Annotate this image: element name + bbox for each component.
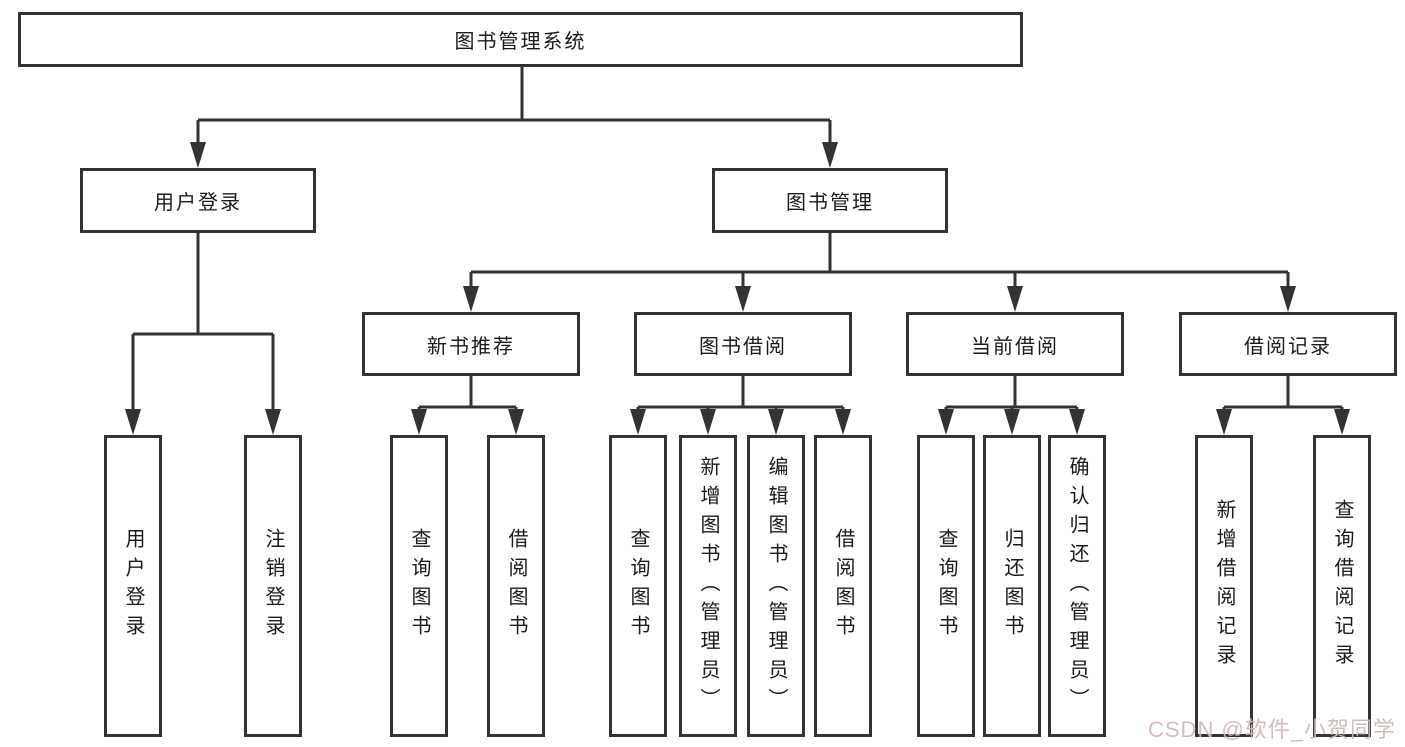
node-current-borrowing: 当前借阅 <box>906 312 1124 376</box>
leaf-label: 查询图书 <box>935 528 957 644</box>
node-book-borrowing: 图书借阅 <box>634 312 852 376</box>
node-borrowing-records: 借阅记录 <box>1179 312 1397 376</box>
node-label: 图书管理 <box>786 192 874 214</box>
leaf-query-books-current: 查询图书 <box>917 435 975 737</box>
leaf-user-login: 用户登录 <box>104 435 162 737</box>
leaf-logout: 注销登录 <box>244 435 302 737</box>
csdn-watermark: CSDN @软件_小贺同学 <box>1148 717 1397 742</box>
leaf-borrow-books: 借阅图书 <box>814 435 872 737</box>
leaf-label: 编辑图书（管理员） <box>765 455 787 717</box>
leaf-label: 查询图书 <box>627 528 649 644</box>
leaf-query-borrow-record: 查询借阅记录 <box>1313 435 1371 737</box>
leaf-return-books: 归还图书 <box>983 435 1041 737</box>
leaf-label: 查询图书 <box>408 528 430 644</box>
leaf-query-books-recommend: 查询图书 <box>390 435 448 737</box>
node-label: 用户登录 <box>154 192 242 214</box>
leaf-label: 确认归还（管理员） <box>1066 455 1088 717</box>
node-new-book-recommendation: 新书推荐 <box>362 312 580 376</box>
leaf-label: 新增图书（管理员） <box>697 455 719 717</box>
leaf-confirm-return-admin: 确认归还（管理员） <box>1048 435 1106 737</box>
node-book-management: 图书管理 <box>712 168 948 233</box>
leaf-label: 注销登录 <box>262 528 284 644</box>
leaf-label: 借阅图书 <box>832 528 854 644</box>
leaf-edit-books-admin: 编辑图书（管理员） <box>747 435 805 737</box>
leaf-label: 新增借阅记录 <box>1213 499 1235 673</box>
leaf-add-books-admin: 新增图书（管理员） <box>679 435 737 737</box>
node-label: 借阅记录 <box>1244 335 1332 358</box>
leaf-borrow-books-recommend: 借阅图书 <box>487 435 545 737</box>
node-library-management-system: 图书管理系统 <box>18 12 1023 67</box>
leaf-label: 用户登录 <box>122 528 144 644</box>
leaf-label: 借阅图书 <box>505 528 527 644</box>
leaf-label: 查询借阅记录 <box>1331 499 1353 673</box>
node-user-login: 用户登录 <box>80 168 316 233</box>
node-label: 当前借阅 <box>971 335 1059 358</box>
node-label: 图书借阅 <box>699 335 787 358</box>
leaf-add-borrow-record: 新增借阅记录 <box>1195 435 1253 737</box>
node-label: 新书推荐 <box>427 335 515 358</box>
node-label: 图书管理系统 <box>454 31 587 53</box>
leaf-query-books-borrowing: 查询图书 <box>609 435 667 737</box>
leaf-label: 归还图书 <box>1001 528 1023 644</box>
